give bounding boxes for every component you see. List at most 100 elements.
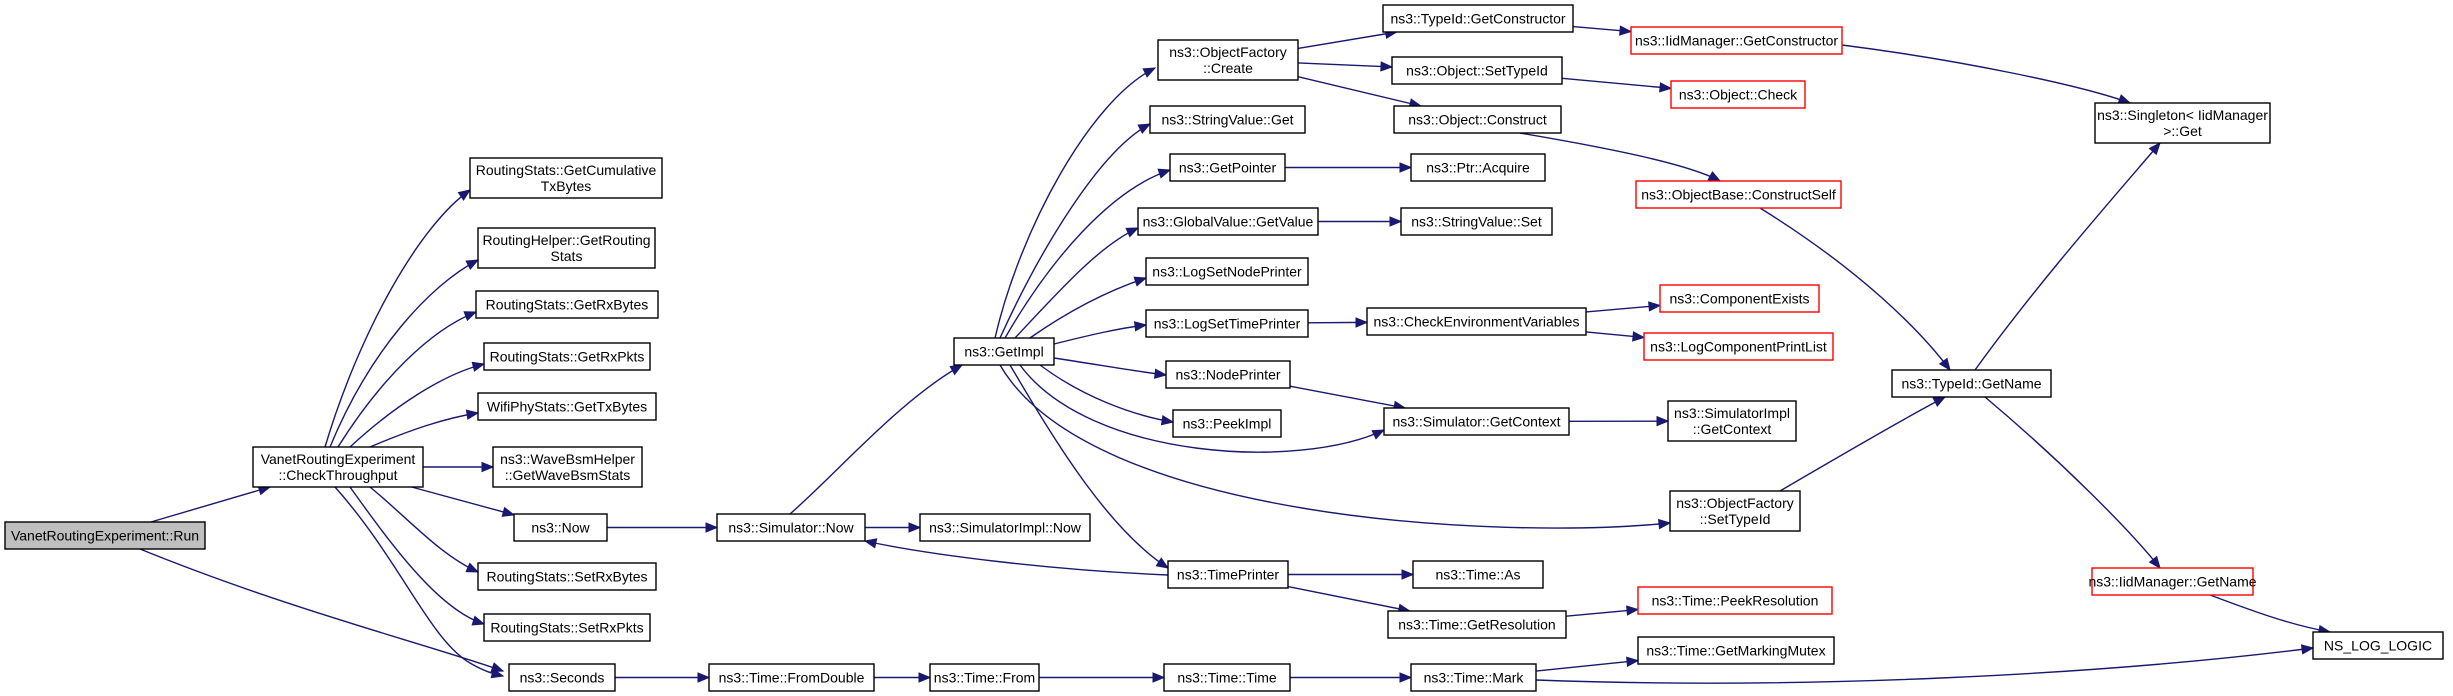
node-box[interactable] bbox=[1669, 490, 1801, 532]
node-typeIdGetName[interactable]: ns3::TypeId::GetName bbox=[1891, 369, 2052, 398]
node-simImplGetContext[interactable]: ns3::SimulatorImpl::GetContext bbox=[1667, 400, 1797, 442]
node-box[interactable] bbox=[919, 513, 1091, 542]
node-box[interactable] bbox=[2094, 102, 2271, 144]
node-box[interactable] bbox=[1383, 407, 1570, 436]
node-box[interactable] bbox=[477, 562, 657, 591]
node-simGetContext[interactable]: ns3::Simulator::GetContext bbox=[1383, 407, 1570, 436]
node-box[interactable] bbox=[1165, 360, 1291, 389]
node-strValSet[interactable]: ns3::StringValue::Set bbox=[1400, 207, 1553, 236]
node-timePrinter[interactable]: ns3::TimePrinter bbox=[1167, 560, 1289, 589]
node-box[interactable] bbox=[508, 663, 616, 692]
node-box[interactable] bbox=[483, 613, 651, 642]
node-box[interactable] bbox=[1635, 180, 1842, 209]
node-objConstruct[interactable]: ns3::Object::Construct bbox=[1393, 105, 1562, 134]
node-timeTime[interactable]: ns3::Time::Time bbox=[1163, 663, 1291, 692]
node-iidGetName[interactable]: ns3::IidManager::GetName bbox=[2088, 567, 2257, 596]
node-box[interactable] bbox=[1172, 409, 1282, 438]
node-box[interactable] bbox=[1659, 284, 1820, 313]
node-box[interactable] bbox=[1137, 207, 1319, 236]
node-box[interactable] bbox=[513, 513, 608, 542]
node-simNow[interactable]: ns3::Simulator::Now bbox=[716, 513, 866, 542]
node-box[interactable] bbox=[1667, 400, 1797, 442]
node-singletonGet[interactable]: ns3::Singleton< IidManager >::Get bbox=[2094, 102, 2271, 144]
node-box[interactable] bbox=[483, 342, 651, 371]
node-box[interactable] bbox=[1410, 663, 1537, 692]
node-objSetTypeId[interactable]: ns3::Object::SetTypeId bbox=[1391, 56, 1563, 85]
node-box[interactable] bbox=[1637, 636, 1835, 665]
node-objCheck[interactable]: ns3::Object::Check bbox=[1670, 80, 1806, 109]
node-peekImpl[interactable]: ns3::PeekImpl bbox=[1172, 409, 1282, 438]
node-box[interactable] bbox=[4, 521, 206, 550]
node-objFactorySetTypeId[interactable]: ns3::ObjectFactory::SetTypeId bbox=[1669, 490, 1801, 532]
node-box[interactable] bbox=[1637, 586, 1833, 615]
node-box[interactable] bbox=[477, 227, 656, 269]
node-box[interactable] bbox=[469, 157, 663, 199]
node-box[interactable] bbox=[1167, 560, 1289, 589]
node-getRxPkts[interactable]: RoutingStats::GetRxPkts bbox=[483, 342, 651, 371]
node-box[interactable] bbox=[716, 513, 866, 542]
node-box[interactable] bbox=[1387, 610, 1567, 639]
node-getMarkingMutex[interactable]: ns3::Time::GetMarkingMutex bbox=[1637, 636, 1835, 665]
node-logCompPrintList[interactable]: ns3::LogComponentPrintList bbox=[1643, 332, 1834, 361]
node-box[interactable] bbox=[708, 663, 875, 692]
node-box[interactable] bbox=[1643, 332, 1834, 361]
node-box[interactable] bbox=[1366, 307, 1587, 336]
node-getImpl[interactable]: ns3::GetImpl bbox=[953, 337, 1055, 366]
node-box[interactable] bbox=[475, 290, 659, 319]
node-objFactoryCreate[interactable]: ns3::ObjectFactory::Create bbox=[1157, 39, 1299, 81]
node-getRxBytes[interactable]: RoutingStats::GetRxBytes bbox=[475, 290, 659, 319]
node-box[interactable] bbox=[492, 446, 643, 488]
node-objBaseConstructSelf[interactable]: ns3::ObjectBase::ConstructSelf bbox=[1635, 180, 1842, 209]
node-box[interactable] bbox=[953, 337, 1055, 366]
node-strValGet[interactable]: ns3::StringValue::Get bbox=[1149, 105, 1306, 134]
node-timeMark[interactable]: ns3::Time::Mark bbox=[1410, 663, 1537, 692]
node-box[interactable] bbox=[1630, 26, 1843, 55]
node-componentExists[interactable]: ns3::ComponentExists bbox=[1659, 284, 1820, 313]
node-box[interactable] bbox=[477, 392, 657, 421]
node-box[interactable] bbox=[1169, 153, 1286, 182]
node-checkEnv[interactable]: ns3::CheckEnvironmentVariables bbox=[1366, 307, 1587, 336]
node-box[interactable] bbox=[1382, 4, 1574, 33]
node-box[interactable] bbox=[1145, 309, 1309, 338]
node-box[interactable] bbox=[2312, 631, 2444, 660]
node-iidGetCtor[interactable]: ns3::IidManager::GetConstructor bbox=[1630, 26, 1843, 55]
node-box[interactable] bbox=[1391, 56, 1563, 85]
node-box[interactable] bbox=[1157, 39, 1299, 81]
node-now[interactable]: ns3::Now bbox=[513, 513, 608, 542]
node-box[interactable] bbox=[1163, 663, 1291, 692]
node-nodePrinter[interactable]: ns3::NodePrinter bbox=[1165, 360, 1291, 389]
node-timeGetRes[interactable]: ns3::Time::GetResolution bbox=[1387, 610, 1567, 639]
node-box[interactable] bbox=[1393, 105, 1562, 134]
node-fromDouble[interactable]: ns3::Time::FromDouble bbox=[708, 663, 875, 692]
node-timeAs[interactable]: ns3::Time::As bbox=[1412, 560, 1544, 589]
node-nsLogLogic[interactable]: NS_LOG_LOGIC bbox=[2312, 631, 2444, 660]
node-typeIdGetCtor[interactable]: ns3::TypeId::GetConstructor bbox=[1382, 4, 1574, 33]
node-setRxPkts[interactable]: RoutingStats::SetRxPkts bbox=[483, 613, 651, 642]
node-logSetTime[interactable]: ns3::LogSetTimePrinter bbox=[1145, 309, 1309, 338]
node-box[interactable] bbox=[1670, 80, 1806, 109]
node-logSetNode[interactable]: ns3::LogSetNodePrinter bbox=[1145, 257, 1309, 286]
node-wifiGetTx[interactable]: WifiPhyStats::GetTxBytes bbox=[477, 392, 657, 421]
node-getPointer[interactable]: ns3::GetPointer bbox=[1169, 153, 1286, 182]
node-timePeekRes[interactable]: ns3::Time::PeekResolution bbox=[1637, 586, 1833, 615]
node-box[interactable] bbox=[929, 663, 1040, 692]
node-ptrAcquire[interactable]: ns3::Ptr::Acquire bbox=[1410, 153, 1546, 182]
node-globalValGet[interactable]: ns3::GlobalValue::GetValue bbox=[1137, 207, 1319, 236]
node-simImplNow[interactable]: ns3::SimulatorImpl::Now bbox=[919, 513, 1091, 542]
node-box[interactable] bbox=[1400, 207, 1553, 236]
node-timeFrom[interactable]: ns3::Time::From bbox=[929, 663, 1040, 692]
node-box[interactable] bbox=[1412, 560, 1544, 589]
node-setRxBytes[interactable]: RoutingStats::SetRxBytes bbox=[477, 562, 657, 591]
node-waveBsm[interactable]: ns3::WaveBsmHelper::GetWaveBsmStats bbox=[492, 446, 643, 488]
node-box[interactable] bbox=[1410, 153, 1546, 182]
node-box[interactable] bbox=[1891, 369, 2052, 398]
node-box[interactable] bbox=[1149, 105, 1306, 134]
node-box[interactable] bbox=[2091, 567, 2254, 596]
node-box[interactable] bbox=[1145, 257, 1309, 286]
node-run[interactable]: VanetRoutingExperiment::Run bbox=[4, 521, 206, 550]
node-box[interactable] bbox=[252, 446, 424, 488]
node-seconds[interactable]: ns3::Seconds bbox=[508, 663, 616, 692]
node-checkThroughput[interactable]: VanetRoutingExperiment::CheckThroughput bbox=[252, 446, 424, 488]
